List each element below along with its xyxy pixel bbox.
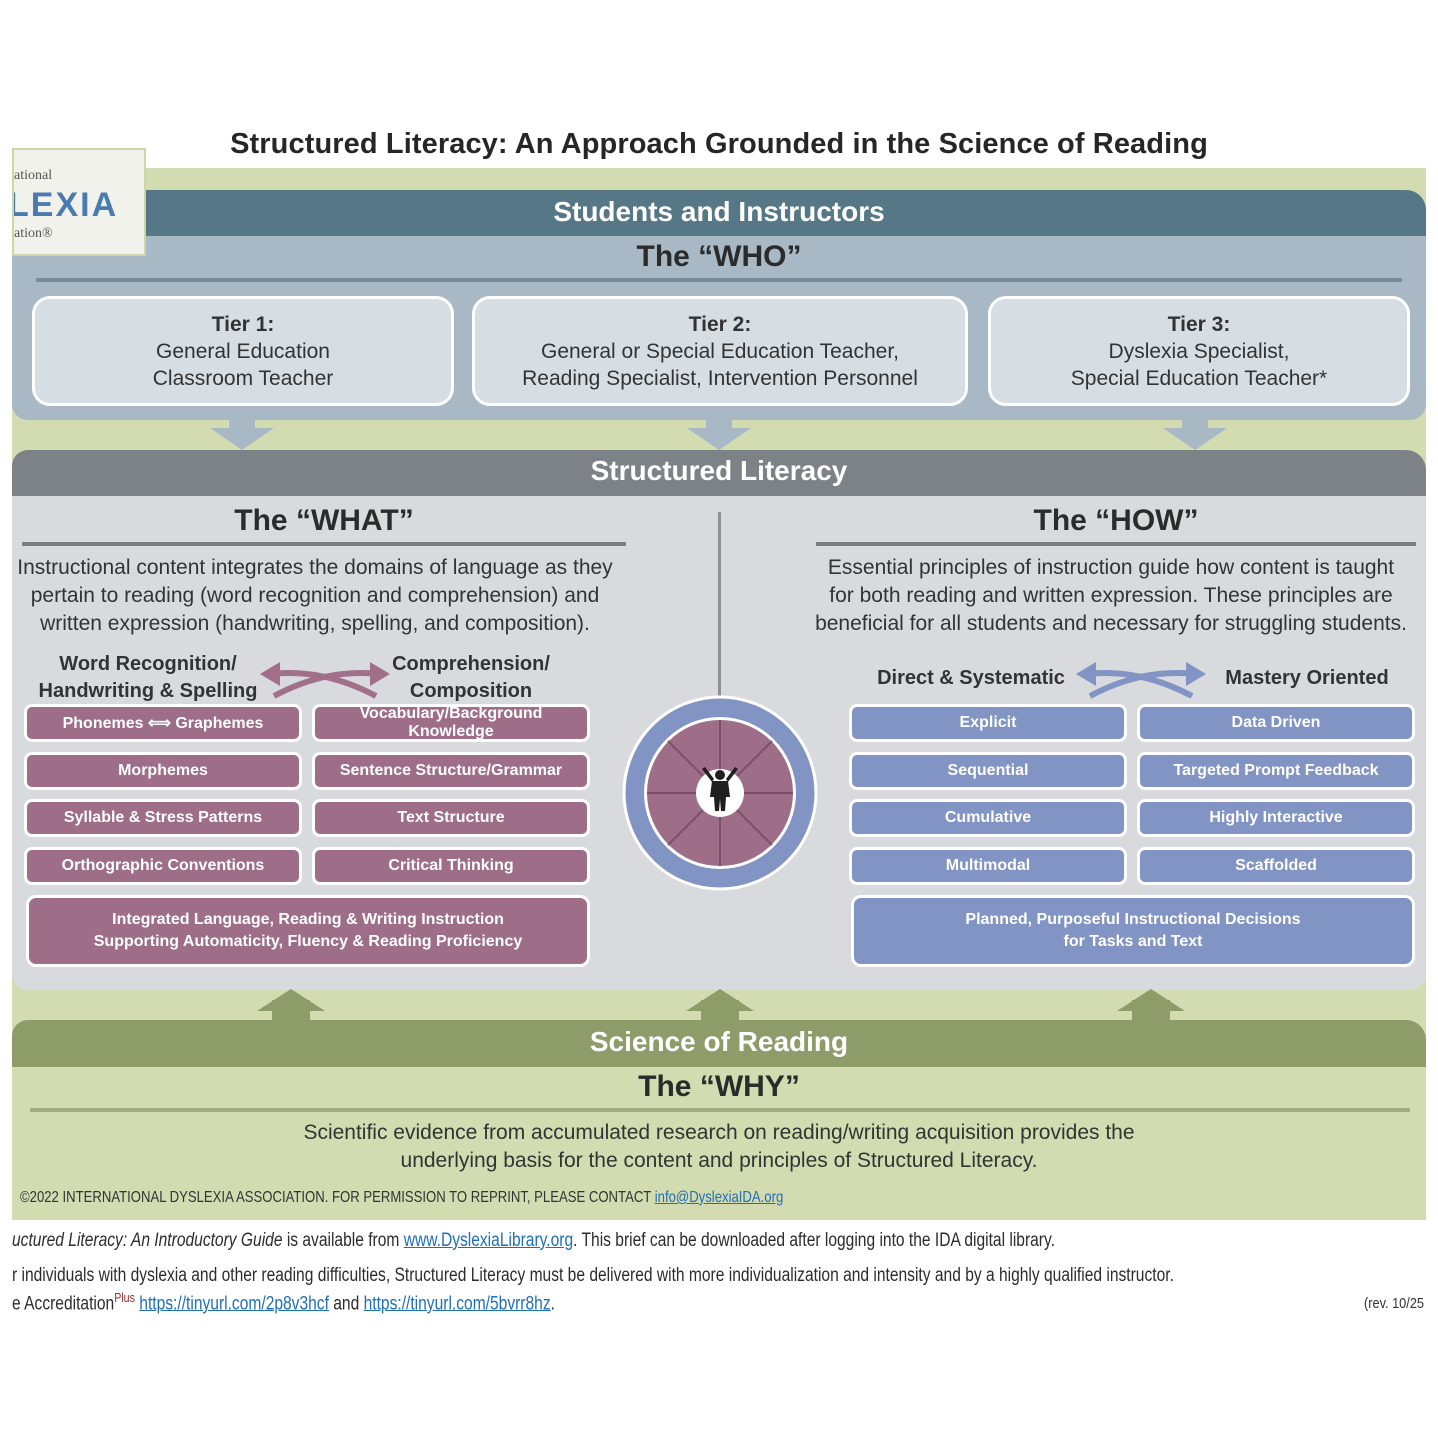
explicit-pill: Explicit bbox=[849, 704, 1127, 742]
logo-text-main: LEXIA bbox=[12, 186, 119, 224]
orthographic-conventions-pill: Orthographic Conventions bbox=[24, 847, 302, 885]
summary-line: Supporting Automaticity, Fluency & Readi… bbox=[93, 933, 523, 950]
tier-2-line1: General or Special Education Teacher, bbox=[540, 339, 899, 363]
how-description-line: for both reading and written expression.… bbox=[829, 584, 1393, 607]
tinyurl-link-2[interactable]: https://tinyurl.com/5bvrr8hz bbox=[363, 1293, 551, 1315]
down-arrow-stem-2 bbox=[706, 418, 732, 430]
summary-line: for Tasks and Text bbox=[1063, 933, 1203, 950]
summary-line: Planned, Purposeful Instructional Decisi… bbox=[965, 911, 1301, 928]
footer-line-1: uctured Literacy: An Introductory Guide … bbox=[12, 1230, 1055, 1252]
structured-literacy-band bbox=[12, 450, 1426, 496]
tier-1-name: Tier 1: bbox=[211, 312, 275, 336]
what-description-line: pertain to reading (word recognition and… bbox=[30, 584, 600, 607]
footer-text: . This brief can be downloaded after log… bbox=[573, 1230, 1055, 1251]
how-summary-pill: Planned, Purposeful Instructional Decisi… bbox=[851, 895, 1415, 967]
accreditation-plus-mark: Plus bbox=[114, 1290, 135, 1305]
what-description-line: written expression (handwriting, spellin… bbox=[40, 612, 590, 635]
tier-2-name: Tier 2: bbox=[688, 312, 752, 336]
heading-line: Comprehension/ bbox=[392, 653, 550, 675]
page-title: Structured Literacy: An Approach Grounde… bbox=[230, 128, 1208, 160]
critical-thinking-pill: Critical Thinking bbox=[312, 847, 590, 885]
who-subtitle: The “WHO” bbox=[636, 240, 802, 273]
down-arrow-3 bbox=[1163, 428, 1227, 450]
footer-text: e Accreditation bbox=[12, 1293, 115, 1315]
why-description-line: underlying basis for the content and pri… bbox=[400, 1149, 1038, 1172]
targeted-prompt-feedback-pill: Targeted Prompt Feedback bbox=[1137, 752, 1415, 790]
down-arrow-stem-3 bbox=[1182, 418, 1208, 430]
guide-title: uctured Literacy: An Introductory Guide bbox=[12, 1230, 283, 1251]
data-driven-pill: Data Driven bbox=[1137, 704, 1415, 742]
phonemes-graphemes-pill: Phonemes ⟺ Graphemes bbox=[24, 704, 302, 742]
vocabulary-pill: Vocabulary/Background Knowledge bbox=[312, 704, 590, 742]
copyright-text: ©2022 INTERNATIONAL DYSLEXIA ASSOCIATION… bbox=[20, 1189, 655, 1206]
how-description-line: Essential principles of instruction guid… bbox=[827, 556, 1395, 579]
center-emblem bbox=[622, 695, 818, 891]
tinyurl-link-1[interactable]: https://tinyurl.com/2p8v3hcf bbox=[139, 1293, 329, 1315]
down-arrow-stem-1 bbox=[229, 418, 255, 430]
tier-2-line2: Reading Specialist, Intervention Personn… bbox=[522, 366, 918, 390]
ida-logo: ational LEXIA ation® bbox=[12, 148, 146, 256]
science-of-reading-band bbox=[12, 1020, 1426, 1067]
tier-3-line1: Dyslexia Specialist, bbox=[1108, 339, 1290, 363]
footer-line-2: r individuals with dyslexia and other re… bbox=[12, 1265, 1174, 1286]
syllable-stress-pill: Syllable & Stress Patterns bbox=[24, 799, 302, 837]
revision-label: (rev. 10/25 bbox=[1364, 1295, 1425, 1312]
cumulative-pill: Cumulative bbox=[849, 799, 1127, 837]
heading-line: Word Recognition/ bbox=[59, 653, 237, 675]
who-band-title: Students and Instructors bbox=[553, 196, 885, 227]
why-description: Scientific evidence from accumulated res… bbox=[12, 1119, 1426, 1175]
logo-text-top: ational bbox=[14, 168, 53, 183]
what-description: Instructional content integrates the dom… bbox=[10, 554, 620, 638]
footer-text: . bbox=[550, 1293, 555, 1315]
contact-email-link[interactable]: info@DyslexiaIDA.org bbox=[654, 1189, 784, 1206]
what-crossed-arrows-icon bbox=[260, 662, 390, 699]
text-structure-pill: Text Structure bbox=[312, 799, 590, 837]
why-divider bbox=[30, 1108, 1410, 1112]
comprehension-heading: Comprehension/ Composition bbox=[360, 651, 582, 705]
tier-1-line1: General Education bbox=[156, 339, 330, 363]
how-crossed-arrows-icon bbox=[1076, 662, 1206, 699]
morphemes-pill: Morphemes bbox=[24, 752, 302, 790]
science-of-reading-band-title: Science of Reading bbox=[589, 1026, 849, 1057]
scaffolded-pill: Scaffolded bbox=[1137, 847, 1415, 885]
how-description: Essential principles of instruction guid… bbox=[806, 554, 1416, 638]
what-description-line: Instructional content integrates the dom… bbox=[17, 556, 613, 579]
logo-text-bottom: ation® bbox=[14, 226, 53, 241]
why-subtitle: The “WHY” bbox=[638, 1070, 800, 1103]
down-arrow-1 bbox=[210, 428, 274, 450]
mastery-oriented-heading: Mastery Oriented bbox=[1225, 667, 1389, 689]
tier-3-box: Tier 3: Dyslexia Specialist, Special Edu… bbox=[988, 296, 1410, 406]
dyslexia-library-link[interactable]: www.DyslexiaLibrary.org bbox=[403, 1230, 574, 1251]
summary-line: Integrated Language, Reading & Writing I… bbox=[112, 911, 504, 928]
direct-systematic-heading: Direct & Systematic bbox=[877, 667, 1065, 689]
who-divider bbox=[36, 278, 1402, 282]
heading-line: Composition bbox=[409, 680, 533, 702]
what-title: The “WHAT” bbox=[234, 504, 414, 537]
down-arrow-2 bbox=[687, 428, 751, 450]
tier-1-box: Tier 1: General Education Classroom Teac… bbox=[32, 296, 454, 406]
heading-line: Handwriting & Spelling bbox=[38, 680, 258, 702]
footer-text: is available from bbox=[282, 1230, 404, 1251]
word-recognition-heading: Word Recognition/ Handwriting & Spelling bbox=[26, 651, 270, 705]
footer-line-3: e AccreditationPlus https://tinyurl.com/… bbox=[12, 1290, 555, 1315]
tier-2-box: Tier 2: General or Special Education Tea… bbox=[472, 296, 968, 406]
what-divider bbox=[22, 542, 626, 546]
how-description-line: beneficial for all students and necessar… bbox=[815, 612, 1407, 635]
sequential-pill: Sequential bbox=[849, 752, 1127, 790]
tier-3-name: Tier 3: bbox=[1167, 312, 1231, 336]
tier-3-line2: Special Education Teacher* bbox=[1070, 366, 1328, 390]
copyright-notice: ©2022 INTERNATIONAL DYSLEXIA ASSOCIATION… bbox=[20, 1189, 783, 1207]
why-description-line: Scientific evidence from accumulated res… bbox=[303, 1121, 1135, 1144]
how-title: The “HOW” bbox=[1033, 504, 1199, 537]
how-divider bbox=[816, 542, 1416, 546]
who-band bbox=[12, 190, 1426, 236]
footer-text: and bbox=[328, 1293, 364, 1315]
center-divider bbox=[718, 512, 721, 696]
what-summary-pill: Integrated Language, Reading & Writing I… bbox=[26, 895, 590, 967]
structured-literacy-band-title: Structured Literacy bbox=[590, 455, 848, 486]
highly-interactive-pill: Highly Interactive bbox=[1137, 799, 1415, 837]
multimodal-pill: Multimodal bbox=[849, 847, 1127, 885]
tier-1-line2: Classroom Teacher bbox=[152, 366, 334, 390]
sentence-structure-pill: Sentence Structure/Grammar bbox=[312, 752, 590, 790]
